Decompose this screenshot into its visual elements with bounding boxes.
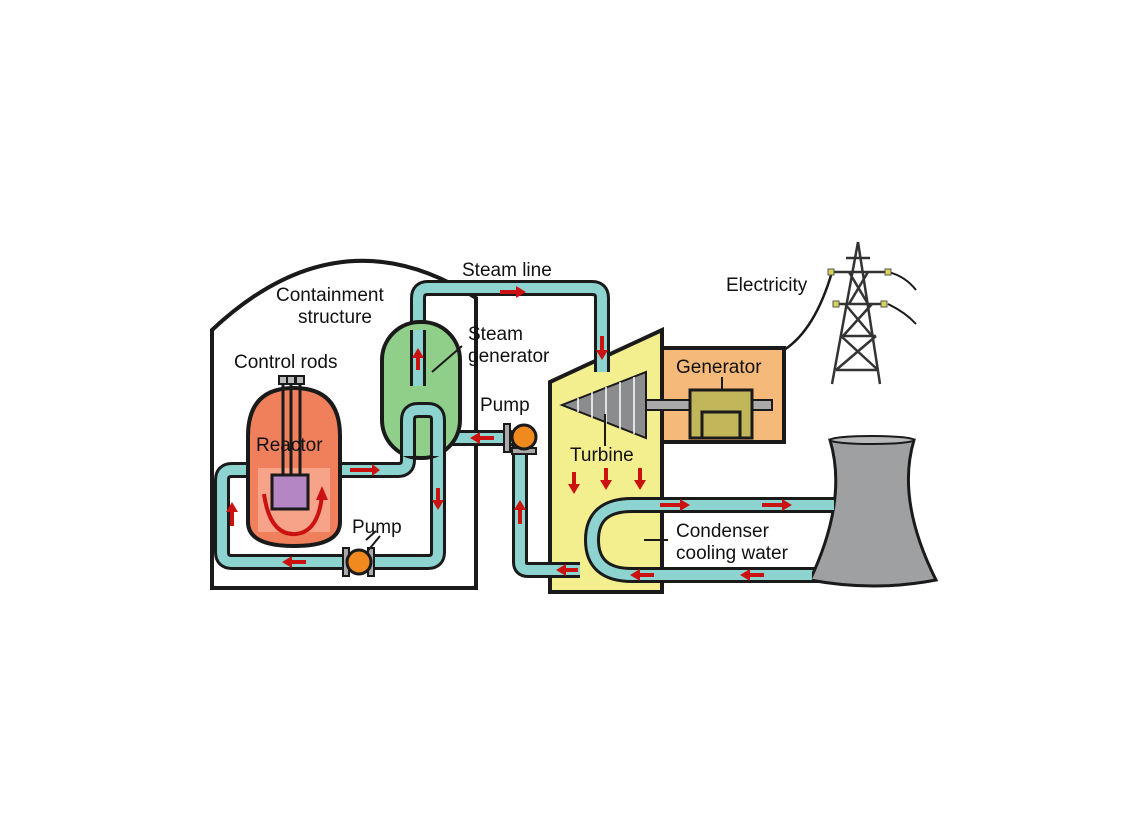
reactor-circulation-arrowhead (316, 486, 328, 500)
label-electricity: Electricity (726, 275, 808, 296)
reactor-circulation-arrow (262, 493, 324, 537)
primary-pump-leader (365, 530, 377, 541)
label-reactor: Reactor (256, 435, 323, 456)
label-condenser-line1: Condenser (676, 521, 770, 542)
label-steam-generator-line2: generator (468, 346, 550, 367)
label-pump-secondary: Pump (480, 395, 530, 416)
flow-arrows (226, 286, 792, 581)
pump-icon (345, 548, 373, 576)
control-rods-icon (278, 375, 305, 476)
generator-unit-core (700, 410, 742, 440)
power-line (783, 271, 834, 352)
label-condenser-line2: cooling water (676, 543, 789, 564)
steam-generator-leader (431, 345, 463, 373)
label-steam-generator-line1: Steam (468, 324, 523, 345)
label-containment-line2: structure (298, 307, 372, 328)
label-generator: Generator (676, 357, 762, 378)
secondary-pump (503, 423, 538, 455)
label-pump-primary: Pump (352, 517, 402, 538)
power-line-right-1 (887, 271, 917, 291)
label-steam-line: Steam line (462, 260, 552, 281)
pylon-icon (830, 241, 888, 385)
label-turbine: Turbine (570, 445, 634, 466)
primary-pump (342, 535, 381, 577)
power-line-right-2 (887, 303, 917, 325)
pump-icon (510, 423, 538, 451)
cooling-tower-top (829, 435, 915, 445)
label-containment-line1: Containment (276, 285, 384, 306)
reactor-core (270, 473, 310, 511)
label-control-rods: Control rods (234, 352, 338, 373)
